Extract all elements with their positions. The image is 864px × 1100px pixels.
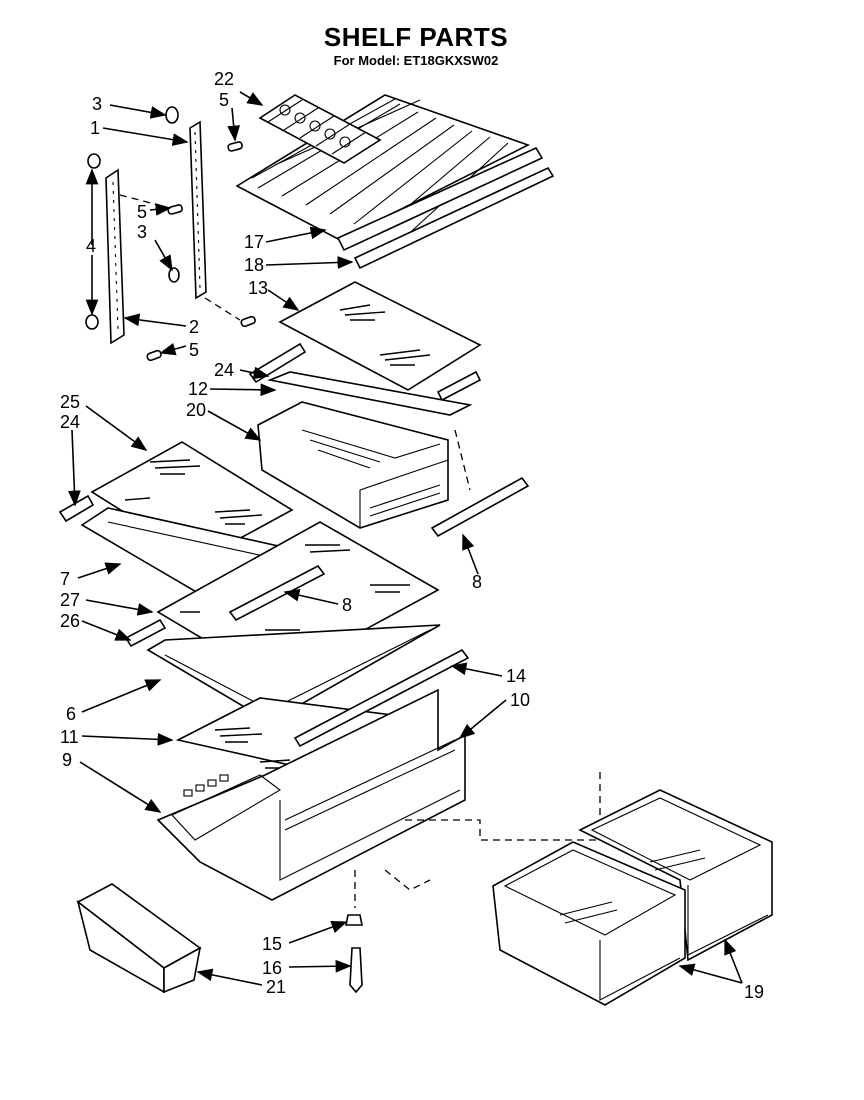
- meat-pan: [257, 401, 449, 529]
- shelf-trim-right: [430, 476, 530, 538]
- callout-9: 9: [62, 750, 72, 770]
- meat-pan-cover: [267, 371, 473, 416]
- callout-8-middle: 8: [342, 595, 352, 615]
- callout-19: 19: [744, 982, 764, 1002]
- callout-26: 26: [60, 611, 80, 631]
- callout-20: 20: [186, 400, 206, 420]
- callout-10: 10: [510, 690, 530, 710]
- crisper-bin-rear: [578, 789, 773, 962]
- callout-5-bottom: 5: [189, 340, 199, 360]
- callout-17: 17: [244, 232, 264, 252]
- shelf-trim-front: [336, 146, 555, 270]
- callout-12: 12: [188, 379, 208, 399]
- middle-shelf-rail: [124, 618, 167, 648]
- callout-15: 15: [262, 934, 282, 954]
- roller-cap: [345, 914, 363, 926]
- page-title: SHELF PARTS: [323, 22, 509, 52]
- callout-24-top: 24: [214, 360, 234, 380]
- callout-5-middle: 5: [137, 202, 147, 222]
- left-shelf-rail: [58, 494, 95, 523]
- callout-11: 11: [60, 727, 79, 747]
- roller-screw: [349, 947, 363, 994]
- callout-16: 16: [262, 958, 282, 978]
- callout-2: 2: [189, 317, 199, 337]
- callout-8-right: 8: [472, 572, 482, 592]
- callout-22: 22: [214, 69, 234, 89]
- door-bin: [76, 883, 202, 994]
- callout-21: 21: [266, 977, 286, 997]
- callout-6: 6: [66, 704, 76, 724]
- middle-shelf-divider: [228, 564, 326, 622]
- callout-3-top: 3: [92, 94, 102, 114]
- callout-5-top: 5: [219, 90, 229, 110]
- rail-caps: [85, 106, 180, 330]
- callout-1: 1: [90, 118, 100, 138]
- model-subtitle: For Model: ET18GKXSW02: [333, 53, 499, 68]
- callout-4: 4: [86, 236, 96, 256]
- ice-tray: [258, 94, 382, 164]
- lower-shelf-rail: [293, 648, 470, 748]
- callout-24-left: 24: [60, 412, 80, 432]
- upper-glass-shelf: [278, 281, 482, 391]
- callout-27: 27: [60, 590, 80, 610]
- callout-3-middle: 3: [137, 222, 147, 242]
- callout-25: 25: [60, 392, 80, 412]
- callout-18: 18: [244, 255, 264, 275]
- callout-7: 7: [60, 569, 70, 589]
- callout-14: 14: [506, 666, 526, 686]
- left-ladder-rail: [105, 168, 125, 345]
- crisper-bin-front: [492, 841, 686, 1006]
- leader-lines: [68, 91, 743, 986]
- right-ladder-rail: [189, 120, 207, 300]
- callout-13: 13: [248, 278, 268, 298]
